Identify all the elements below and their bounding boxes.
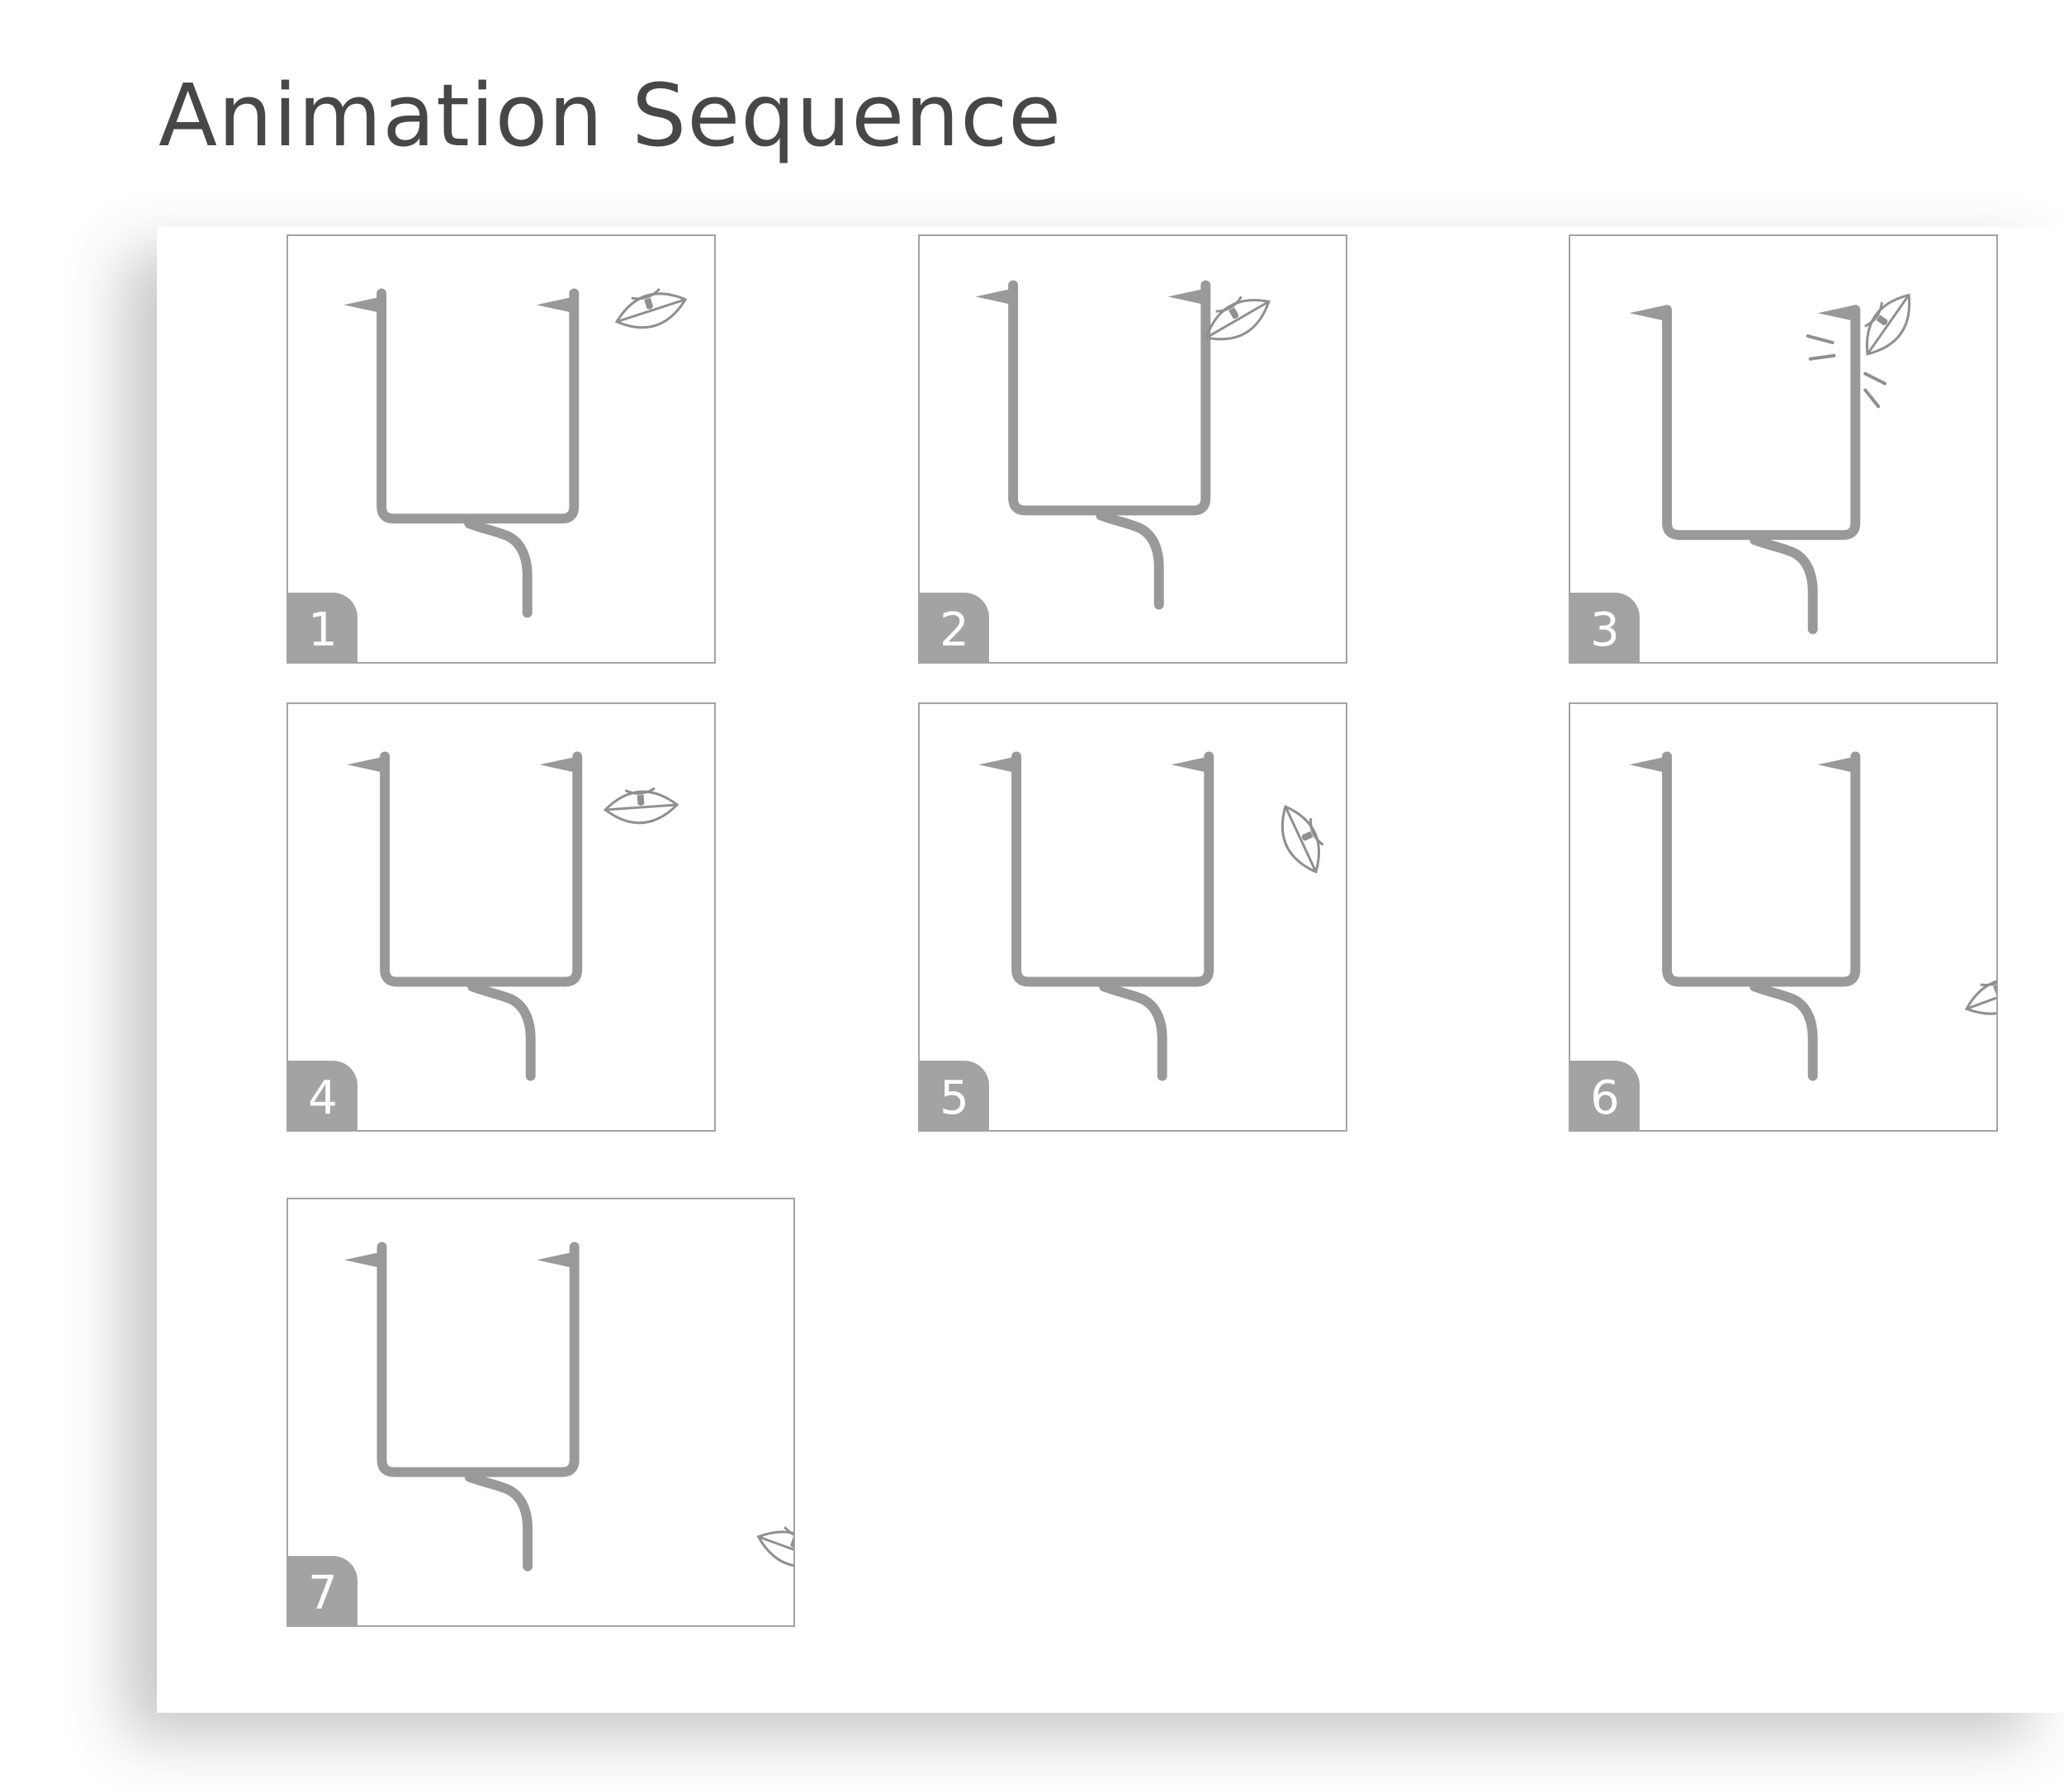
goal-post-icon: [1662, 751, 1861, 1081]
football-icon: [756, 1526, 793, 1568]
frame-number-badge: 5: [920, 1061, 989, 1130]
animation-frame-4: 4: [286, 702, 716, 1132]
frame-5-illustration: [978, 751, 1324, 1081]
frame-2-illustration: [975, 280, 1271, 610]
flag-icons: [343, 296, 575, 314]
animation-frame-1: 1: [286, 234, 716, 664]
frame-6-illustration: [1629, 751, 1996, 1081]
goal-post-icon: [1008, 280, 1211, 610]
flag-icons: [975, 288, 1206, 305]
football-icon: [614, 287, 688, 329]
flag-icons: [343, 1251, 575, 1269]
goal-post-icon: [376, 288, 580, 618]
frame-number-badge: 4: [288, 1061, 357, 1130]
animation-frame-5: 5: [918, 702, 1347, 1132]
frame-number-badge: 7: [288, 1556, 357, 1625]
flag-icons: [978, 756, 1210, 773]
flag-icons: [1629, 305, 1856, 322]
animation-frame-6: 6: [1569, 702, 1998, 1132]
goal-post-icon: [1011, 751, 1214, 1081]
frame-number-badge: 2: [920, 593, 989, 662]
frame-number-badge: 1: [288, 593, 357, 662]
football-icon: [1864, 293, 1911, 356]
frame-3-illustration: [1629, 293, 1911, 635]
goal-post-icon: [376, 1241, 580, 1572]
football-icon: [1964, 973, 1996, 1015]
frame-7-illustration: [343, 1241, 793, 1572]
frame-1-illustration: [343, 287, 688, 618]
goal-post-icon: [1662, 305, 1861, 635]
animation-frame-7: 7: [286, 1198, 795, 1627]
goal-post-icon: [380, 751, 583, 1081]
page-title: Animation Sequence: [159, 65, 1063, 166]
impact-lines-icon: [1806, 334, 1887, 409]
flag-icons: [1629, 756, 1856, 773]
frame-4-illustration: [347, 751, 679, 1081]
animation-frame-2: 2: [918, 234, 1347, 664]
frame-number-badge: 3: [1570, 593, 1640, 662]
football-icon: [1205, 296, 1271, 341]
football-icon: [603, 787, 679, 825]
flag-icons: [347, 756, 578, 773]
frame-number-badge: 6: [1570, 1061, 1640, 1130]
animation-frame-3: 3: [1569, 234, 1998, 664]
football-icon: [1281, 805, 1324, 874]
